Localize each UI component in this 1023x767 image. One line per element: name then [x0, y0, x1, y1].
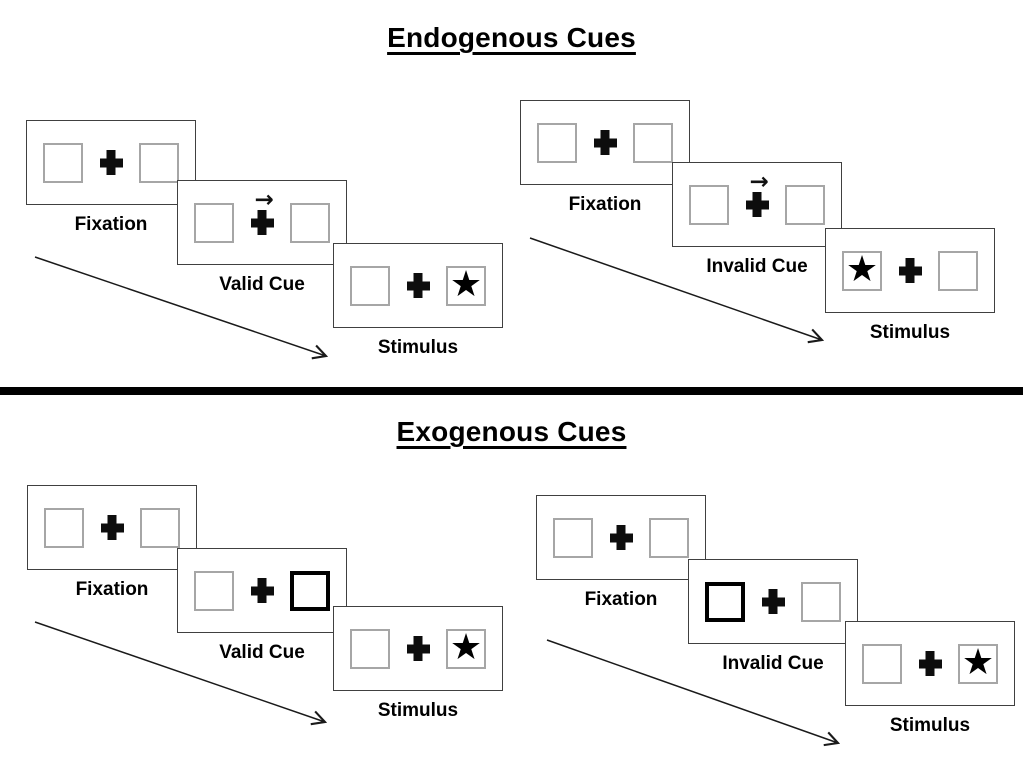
frame-label: Invalid Cue: [706, 256, 808, 277]
frame-label: Fixation: [74, 214, 148, 235]
fixation-cross-icon: [98, 486, 126, 569]
frame-label: Fixation: [75, 579, 149, 600]
exogenous-section-title: Exogenous Cues: [396, 416, 627, 447]
endogenous-valid-cue-frame: → Valid Cue: [177, 180, 347, 296]
invalid-cue-panel: [688, 559, 858, 644]
right-box-with-target: ★: [958, 641, 998, 684]
fixation-cross-icon: [759, 560, 787, 643]
left-box: [194, 202, 234, 243]
fixation-cross-icon: [248, 549, 276, 632]
right-box: [801, 581, 841, 622]
left-box: [553, 517, 593, 558]
fixation-cross-icon: →: [248, 181, 276, 264]
right-box: [140, 507, 180, 548]
right-box: [938, 250, 978, 291]
fixation-cross-icon: [591, 101, 619, 184]
endogenous-invalid-fixation-frame: Fixation: [520, 100, 690, 216]
right-box: [139, 142, 179, 183]
left-box-bold-cue: [705, 581, 745, 622]
fixation-panel: [520, 100, 690, 185]
endogenous-invalid-stimulus-frame: ★ Stimulus: [825, 228, 995, 344]
stimulus-panel: ★: [825, 228, 995, 313]
fixation-cross-icon: [916, 622, 944, 705]
star-target-icon: ★: [449, 626, 483, 668]
fixation-cross-icon: →: [743, 163, 771, 246]
frame-label: Stimulus: [377, 337, 459, 358]
frame-label: Invalid Cue: [722, 653, 824, 674]
fixation-cross-icon: [607, 496, 635, 579]
right-box-bold-cue: [290, 570, 330, 611]
left-box-with-target: ★: [842, 248, 882, 291]
stimulus-panel: ★: [333, 243, 503, 328]
left-box: [44, 507, 84, 548]
left-box: [43, 142, 83, 183]
star-target-icon: ★: [845, 248, 879, 290]
fixation-cross-icon: [97, 121, 125, 204]
left-box: [350, 628, 390, 669]
fixation-cross-icon: [404, 607, 432, 690]
frame-label: Valid Cue: [219, 274, 305, 295]
fixation-panel: [536, 495, 706, 580]
frame-label: Stimulus: [377, 700, 459, 721]
right-box: [290, 202, 330, 243]
frame-label: Valid Cue: [219, 642, 305, 663]
right-box: [649, 517, 689, 558]
left-box: [350, 265, 390, 306]
endogenous-valid-fixation-frame: Fixation: [26, 120, 196, 236]
right-arrow-cue-icon: →: [749, 168, 769, 195]
right-box: [633, 122, 673, 163]
exogenous-invalid-cue-frame: Invalid Cue: [688, 559, 858, 675]
right-arrow-cue-icon: →: [254, 186, 274, 213]
right-box-with-target: ★: [446, 626, 486, 669]
fixation-panel: [26, 120, 196, 205]
right-box: [785, 184, 825, 225]
star-target-icon: ★: [961, 641, 995, 683]
frame-label: Stimulus: [889, 715, 971, 736]
valid-cue-panel: →: [177, 180, 347, 265]
fixation-panel: [27, 485, 197, 570]
frame-label: Fixation: [568, 194, 642, 215]
valid-cue-panel: [177, 548, 347, 633]
exogenous-valid-fixation-frame: Fixation: [27, 485, 197, 601]
stimulus-panel: ★: [845, 621, 1015, 706]
right-box-with-target: ★: [446, 263, 486, 306]
exogenous-valid-stimulus-frame: ★ Stimulus: [333, 606, 503, 722]
exogenous-valid-cue-frame: Valid Cue: [177, 548, 347, 664]
endogenous-section-title: Endogenous Cues: [387, 22, 636, 53]
exogenous-invalid-stimulus-frame: ★ Stimulus: [845, 621, 1015, 737]
left-box: [194, 570, 234, 611]
invalid-cue-panel: →: [672, 162, 842, 247]
left-box: [862, 643, 902, 684]
exogenous-invalid-fixation-frame: Fixation: [536, 495, 706, 611]
fixation-cross-icon: [404, 244, 432, 327]
section-divider: [0, 387, 1023, 395]
endogenous-invalid-cue-frame: → Invalid Cue: [672, 162, 842, 278]
stimulus-panel: ★: [333, 606, 503, 691]
left-box: [689, 184, 729, 225]
endogenous-valid-stimulus-frame: ★ Stimulus: [333, 243, 503, 359]
star-target-icon: ★: [449, 263, 483, 305]
fixation-cross-icon: [896, 229, 924, 312]
frame-label: Stimulus: [869, 322, 951, 343]
frame-label: Fixation: [584, 589, 658, 610]
left-box: [537, 122, 577, 163]
